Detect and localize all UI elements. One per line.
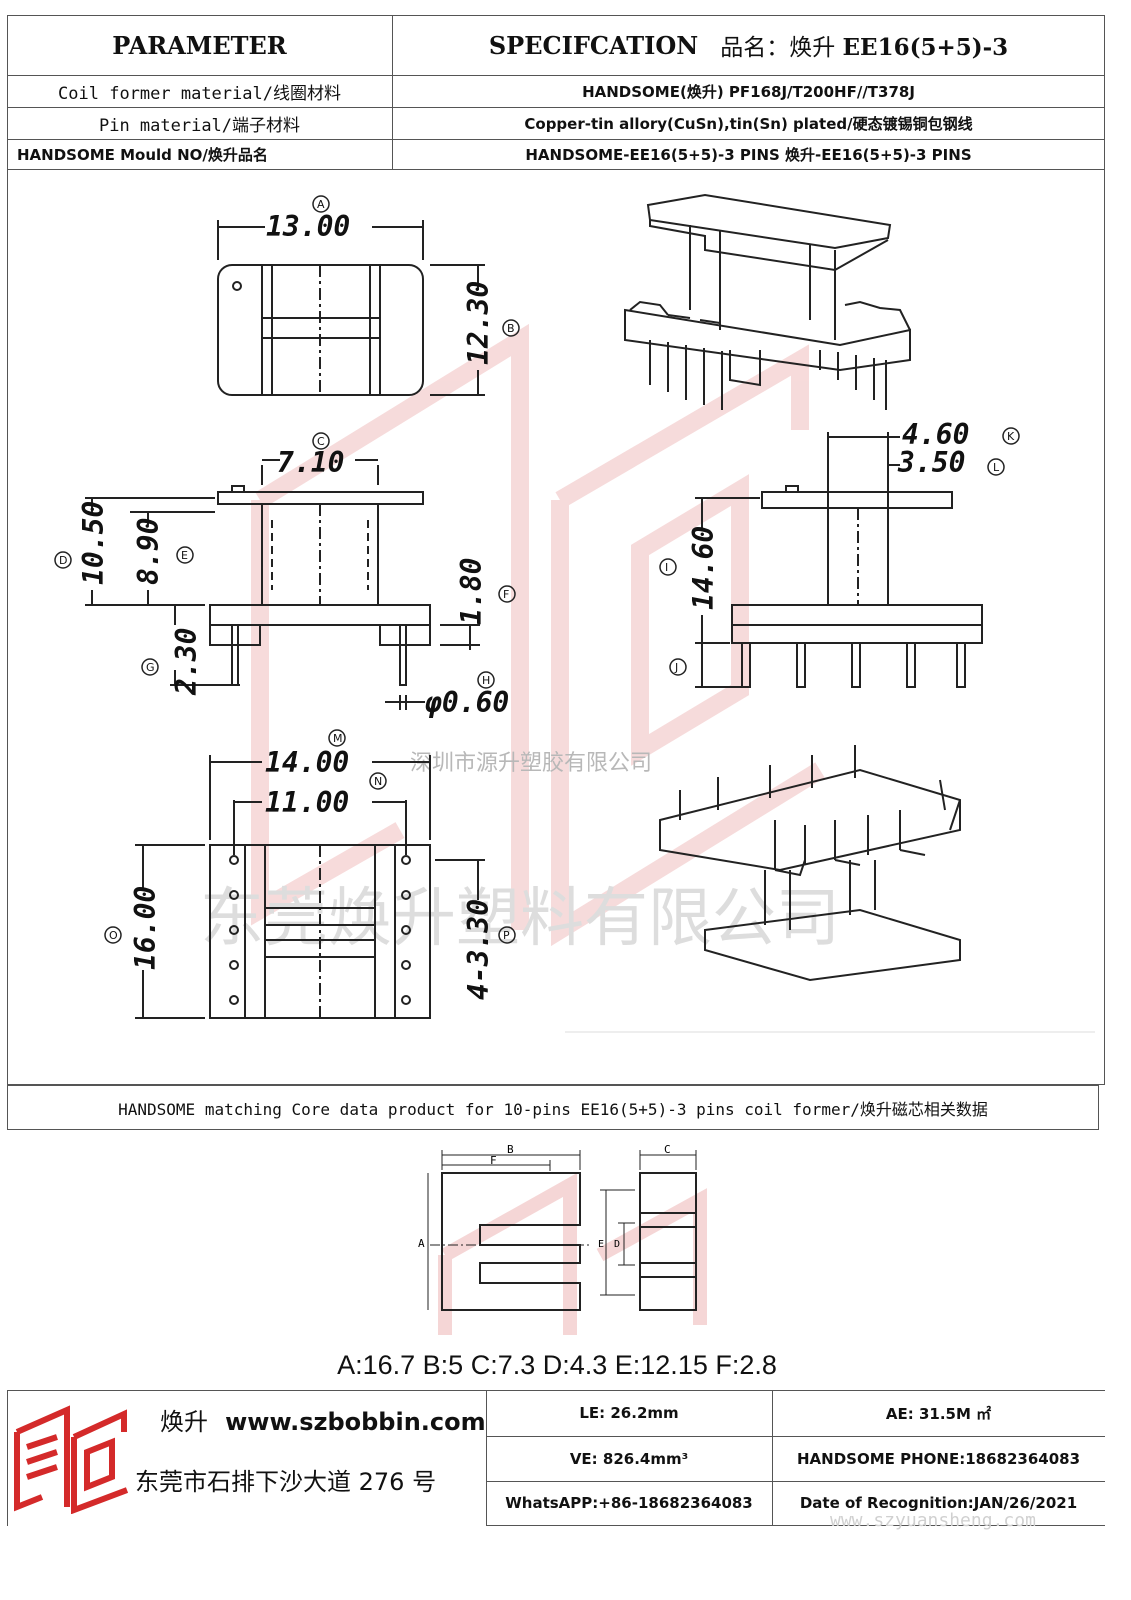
label-o: O	[109, 929, 118, 942]
label-d: D	[59, 554, 67, 567]
footer-frame	[7, 1390, 1105, 1526]
label-g: G	[146, 661, 155, 674]
bottom-view	[135, 755, 485, 1019]
drawing-frame	[7, 170, 1105, 1085]
footer-watermark-url: www.szyuansheng.com	[830, 1510, 1036, 1531]
watermark-logo	[251, 323, 825, 947]
core-title: HANDSOME matching Core data product for …	[118, 1099, 988, 1119]
spec-row-pin-label: Pin material/端子材料	[98, 115, 301, 136]
footer-whatsapp: WhatsAPP:+86-18682364083	[505, 1494, 753, 1512]
core-label-d: D	[614, 1239, 620, 1250]
e-core-side	[600, 1150, 697, 1311]
footer-address: 东莞市石排下沙大道 276 号	[135, 1468, 437, 1496]
e-core-front	[427, 1150, 590, 1311]
front-view	[85, 459, 480, 710]
spec-row-material-label: Coil former material/线圈材料	[58, 83, 341, 104]
footer-le: LE: 26.2mm	[579, 1404, 679, 1422]
dim-l: 3.50	[897, 446, 965, 479]
core-watermark	[438, 1173, 707, 1335]
footer-ae: AE: 31.5M ㎡	[885, 1404, 992, 1423]
company-logo	[14, 1405, 129, 1514]
product-label: 品名：焕升	[720, 35, 836, 61]
watermark-big: 东莞焕升塑料有限公司	[200, 882, 840, 956]
dim-a: 13.00	[266, 210, 350, 243]
dim-k: 4.60	[902, 418, 969, 451]
side-view	[695, 432, 983, 688]
specification-label: SPECIFCATION	[488, 30, 699, 60]
dim-d: 10.50	[77, 501, 110, 585]
specification-heading: SPECIFCATION 品名：焕升 EE16(5+5)-3	[392, 15, 1105, 75]
iso-view-bottom	[659, 745, 961, 982]
core-label-a: A	[418, 1237, 425, 1250]
product-model: EE16(5+5)-3	[842, 34, 1009, 61]
label-j: J	[674, 661, 678, 674]
label-e: E	[181, 549, 188, 562]
label-m: M	[333, 732, 343, 745]
footer-ve: VE: 826.4mm³	[569, 1449, 689, 1468]
core-values: A:16.7 B:5 C:7.3 D:4.3 E:12.15 F:2.8	[337, 1349, 777, 1380]
technical-drawing: 深圳市源升塑胶有限公司 东莞焕升塑料有限公司 13.00 A 12.30 B	[54, 193, 1095, 1033]
spec-row-material-value: HANDSOME(焕升) PF168J/T200HF//T378J	[582, 82, 915, 101]
dim-m: 14.00	[265, 746, 349, 779]
parameter-heading: PARAMETER	[112, 30, 287, 60]
dim-g: 2.30	[170, 628, 203, 696]
core-label-e: E	[598, 1239, 604, 1250]
dim-i: 14.60	[687, 526, 720, 610]
top-view	[217, 220, 485, 396]
label-a: A	[317, 198, 325, 211]
iso-view-top	[624, 193, 911, 410]
dim-o: 16.00	[129, 886, 162, 970]
label-i: I	[665, 561, 668, 574]
spec-row-mould-label: HANDSOME Mould NO/焕升品名	[17, 146, 268, 164]
product-name-label: 品名：焕升 EE16(5+5)-3	[720, 28, 1008, 62]
core-title-bar	[7, 1085, 1099, 1130]
dim-b: 12.30	[462, 281, 495, 365]
spec-table	[7, 15, 1105, 170]
spec-row-pin-value: Copper-tin allory(CuSn),tin(Sn) plated/硬…	[524, 114, 973, 133]
dim-n: 11.00	[265, 786, 349, 819]
footer-phone: HANDSOME PHONE:18682364083	[796, 1449, 1081, 1468]
label-b: B	[507, 322, 515, 335]
footer-date: Date of Recognition:JAN/26/2021	[799, 1494, 1078, 1512]
label-n: N	[374, 775, 382, 788]
spec-row-mould-value: HANDSOME-EE16(5+5)-3 PINS 焕升-EE16(5+5)-3…	[525, 146, 972, 164]
label-h: H	[482, 674, 490, 687]
footer-website[interactable]: www.szbobbin.com	[225, 1408, 486, 1436]
dim-f: 1.80	[455, 558, 488, 625]
dim-e: 8.90	[132, 518, 165, 585]
footer-brand-line: 焕升 www.szbobbin.com	[160, 1402, 486, 1437]
label-p: P	[503, 929, 510, 942]
label-k: K	[1007, 430, 1015, 443]
core-label-c: C	[664, 1143, 671, 1156]
label-l: L	[993, 461, 1000, 474]
dim-p: 4-3.30	[462, 899, 495, 1000]
core-label-b: B	[507, 1143, 514, 1156]
label-f: F	[503, 588, 509, 601]
core-drawing: B F A C E D	[418, 1143, 707, 1335]
dim-h: φ0.60	[424, 686, 509, 719]
core-label-f: F	[490, 1154, 497, 1167]
watermark-company: 深圳市源升塑胶有限公司	[410, 751, 652, 776]
footer-brand: 焕升	[160, 1408, 208, 1436]
label-c: C	[317, 435, 325, 448]
dim-c: 7.10	[277, 446, 344, 479]
